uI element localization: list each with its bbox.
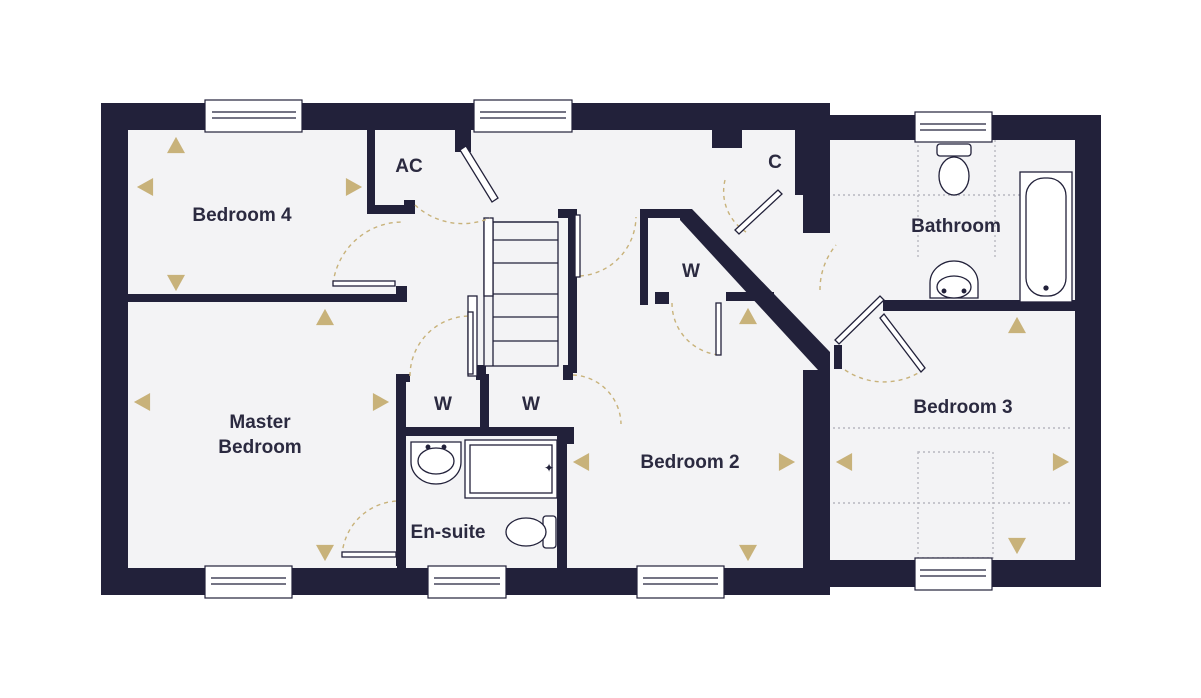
triangle-arrow-icon xyxy=(1052,453,1070,471)
label-master-line1: Master xyxy=(229,412,291,433)
triangle-arrow-icon xyxy=(167,274,185,292)
window-icon xyxy=(204,99,303,133)
label-wardrobe-landing: W xyxy=(522,394,540,415)
ensuite-toilet-icon xyxy=(505,515,557,549)
bath-icon xyxy=(1019,171,1073,303)
triangle-arrow-icon xyxy=(136,178,154,196)
label-bedroom3: Bedroom 3 xyxy=(913,397,1012,418)
label-master-line2: Bedroom xyxy=(218,437,301,458)
basin-icon xyxy=(929,260,979,299)
triangle-arrow-icon xyxy=(167,136,185,154)
window-icon xyxy=(914,557,993,591)
triangle-arrow-icon xyxy=(572,453,590,471)
triangle-arrow-icon xyxy=(1008,316,1026,334)
triangle-arrow-icon xyxy=(345,178,363,196)
triangle-arrow-icon xyxy=(739,544,757,562)
triangle-arrow-icon xyxy=(1008,537,1026,555)
triangle-arrow-icon xyxy=(739,307,757,325)
toilet-icon xyxy=(936,143,972,196)
triangle-arrow-icon xyxy=(316,544,334,562)
window-icon xyxy=(427,565,507,599)
triangle-arrow-icon xyxy=(372,393,390,411)
doors xyxy=(332,145,926,558)
triangle-arrow-icon xyxy=(316,308,334,326)
label-c: C xyxy=(768,152,782,173)
triangle-arrow-icon xyxy=(778,453,796,471)
ensuite-basin-icon xyxy=(410,441,462,485)
window-icon xyxy=(914,111,993,143)
walls xyxy=(101,103,1101,595)
label-wardrobe-master: W xyxy=(434,394,452,415)
shower-tray-icon: ✦ xyxy=(464,439,558,499)
door-leaves xyxy=(332,145,926,558)
label-ac: AC xyxy=(395,156,423,177)
label-ensuite: En-suite xyxy=(411,522,486,543)
windows xyxy=(204,99,993,599)
dimension-markers xyxy=(133,136,1070,562)
window-icon xyxy=(473,99,573,133)
window-icon xyxy=(636,565,725,599)
label-bedroom4: Bedroom 4 xyxy=(192,205,292,226)
floor-area xyxy=(127,130,1075,570)
door-arc-icon xyxy=(332,179,921,557)
label-bedroom2: Bedroom 2 xyxy=(640,452,739,473)
window-icon xyxy=(204,565,293,599)
label-bathroom: Bathroom xyxy=(911,216,1001,237)
triangle-arrow-icon xyxy=(835,453,853,471)
triangle-arrow-icon xyxy=(133,393,151,411)
svg-text:✦: ✦ xyxy=(544,461,554,475)
label-wardrobe-bed2: W xyxy=(682,261,700,282)
room-labels: Bedroom 4 AC C Bathroom W Master Bedroom… xyxy=(192,152,1012,543)
